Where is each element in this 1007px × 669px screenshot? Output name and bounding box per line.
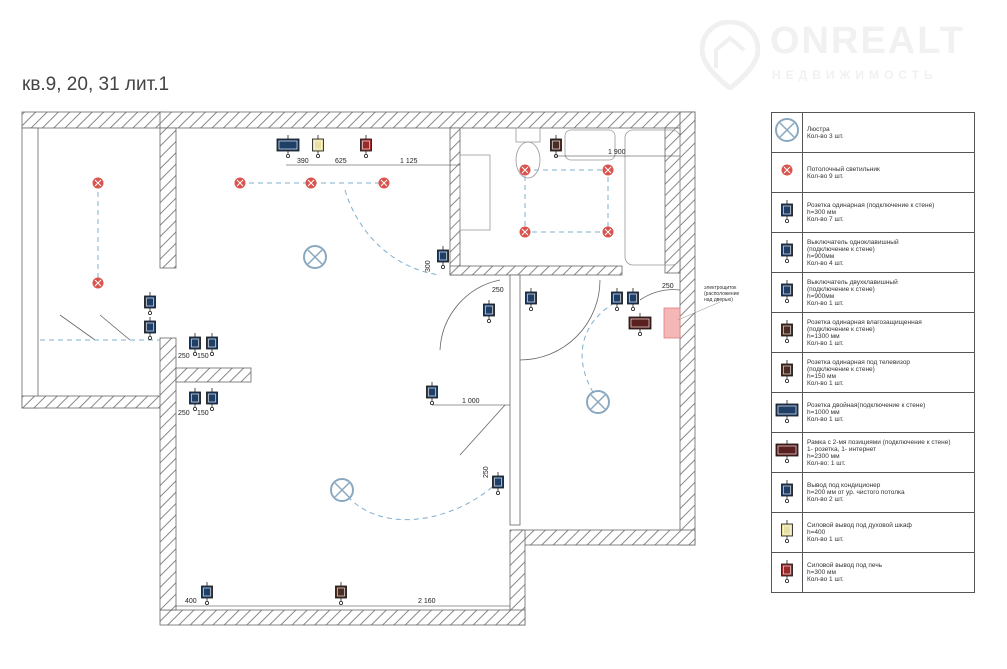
legend-text: Силовой вывод под духовой шкаф h=400 Кол… (802, 512, 975, 553)
dimension-label: 2 160 (418, 598, 436, 605)
legend-text: Потолочный светильник Кол-во 9 шт. (802, 152, 975, 193)
socket-single-icon (771, 192, 803, 233)
socket-single-icon (206, 333, 218, 356)
socket-single-icon (492, 472, 504, 495)
legend-text: Выключатель одноклавишный (подключение к… (802, 232, 975, 273)
chandelier-icon (303, 245, 327, 269)
socket-double-icon (276, 135, 300, 158)
electrical-panel (663, 307, 681, 339)
legend-text: Вывод под кондиционер h=200 мм от ур. чи… (802, 472, 975, 513)
socket-waterproof-icon (550, 135, 562, 158)
dimension-label: 400 (185, 598, 197, 605)
legend-text: Рамка с 2-мя позициями (подключение к ст… (802, 432, 975, 473)
socket-single-icon (144, 317, 156, 340)
legend-row: Розетка одинарная влагозащищенная (подкл… (771, 312, 975, 353)
dimension-label: 390 (297, 158, 309, 165)
legend-row: Силовой вывод под печь h=300 мм Кол-во 1… (771, 552, 975, 593)
socket-single-icon (201, 582, 213, 606)
dimension-label: 250 (178, 410, 190, 417)
stove-outlet-icon (771, 552, 803, 593)
ceiling-light-icon (602, 164, 614, 176)
socket-waterproof-icon (771, 312, 803, 353)
stove-outlet-icon (360, 135, 372, 158)
legend-text: Розетка одинарная (подключение к стене) … (802, 192, 975, 233)
switch-single-icon (611, 288, 623, 311)
oven-outlet-icon (771, 512, 803, 553)
dimension-label: 625 (335, 158, 347, 165)
dimension-label: 250 (662, 283, 674, 290)
ac-outlet-icon (189, 333, 201, 356)
switch-single-icon (144, 292, 156, 315)
legend-table: Люстра Кол-во 3 шт.Потолочный светильник… (771, 112, 975, 593)
legend-text: Люстра Кол-во 3 шт. (802, 112, 975, 153)
oven-outlet-icon (312, 135, 324, 158)
devices (144, 135, 652, 606)
doors (59, 279, 681, 456)
ac-outlet-icon (189, 388, 201, 411)
dimension-labels: 390 625 1 125 1 900 300 250 250 250 150 … (176, 149, 680, 607)
chandelier-icon (771, 112, 803, 153)
legend-row: Розетка одинарная (подключение к стене) … (771, 192, 975, 233)
ceiling-light-icon (602, 226, 614, 238)
ceiling-light-icon (771, 152, 803, 193)
dimension-label: 1 125 (400, 158, 418, 165)
ceiling-light-icon (305, 177, 317, 189)
legend-row: Потолочный светильник Кол-во 9 шт. (771, 152, 975, 193)
switch-single-icon (525, 288, 537, 311)
lights (92, 164, 614, 502)
page-title: кв.9, 20, 31 лит.1 (22, 74, 170, 95)
legend-text: Розетка двойная(подключение к стене) h=1… (802, 392, 975, 433)
switch-double-icon (771, 272, 803, 313)
socket-single-icon (206, 388, 218, 411)
wiring (40, 169, 621, 521)
ceiling-light-icon (234, 177, 246, 189)
legend-row: Выключатель двухклавишный (подключение к… (771, 272, 975, 313)
socket-single-icon (627, 288, 639, 311)
dimension-label: 300 (425, 260, 432, 272)
dimension-label: 1 000 (462, 398, 480, 405)
ceiling-light-icon (519, 164, 531, 176)
socket-tv-icon (335, 582, 347, 606)
legend-text: Силовой вывод под печь h=300 мм Кол-во 1… (802, 552, 975, 593)
ac-outlet-icon (771, 472, 803, 513)
dimension-label: 150 (197, 353, 209, 360)
socket-double-icon (771, 392, 803, 433)
dimension-label: 1 900 (608, 149, 626, 156)
ceiling-light-icon (378, 177, 390, 189)
legend-text: Розетка одинарная влагозащищенная (подкл… (802, 312, 975, 353)
legend-row: Силовой вывод под духовой шкаф h=400 Кол… (771, 512, 975, 553)
socket-single-icon (426, 382, 438, 405)
switch-single-icon (437, 246, 449, 269)
dimension-label: 250 (483, 466, 490, 478)
switch-double-icon (483, 300, 495, 323)
frame-socket-internet-icon (628, 313, 652, 336)
ceiling-light-icon (92, 177, 104, 189)
legend-row: Розетка двойная(подключение к стене) h=1… (771, 392, 975, 433)
legend-text: Выключатель двухклавишный (подключение к… (802, 272, 975, 313)
dimension-label: 250 (492, 287, 504, 294)
fixtures (459, 127, 681, 339)
legend-row: Люстра Кол-во 3 шт. (771, 112, 975, 153)
walls (21, 111, 696, 626)
switch-single-icon (771, 232, 803, 273)
legend-row: Розетка одинарная под телевизор (подключ… (771, 352, 975, 393)
legend-row: Рамка с 2-мя позициями (подключение к ст… (771, 432, 975, 473)
ceiling-light-icon (519, 226, 531, 238)
legend-row: Вывод под кондиционер h=200 мм от ур. чи… (771, 472, 975, 513)
chandelier-icon (330, 478, 354, 502)
legend-text: Розетка одинарная под телевизор (подключ… (802, 352, 975, 393)
socket-tv-icon (771, 352, 803, 393)
dimension-label: 150 (197, 410, 209, 417)
legend-row: Выключатель одноклавишный (подключение к… (771, 232, 975, 273)
ceiling-light-icon (92, 277, 104, 289)
dimension-label: 250 (178, 353, 190, 360)
chandelier-icon (586, 390, 610, 414)
frame-socket-internet-icon (771, 432, 803, 473)
